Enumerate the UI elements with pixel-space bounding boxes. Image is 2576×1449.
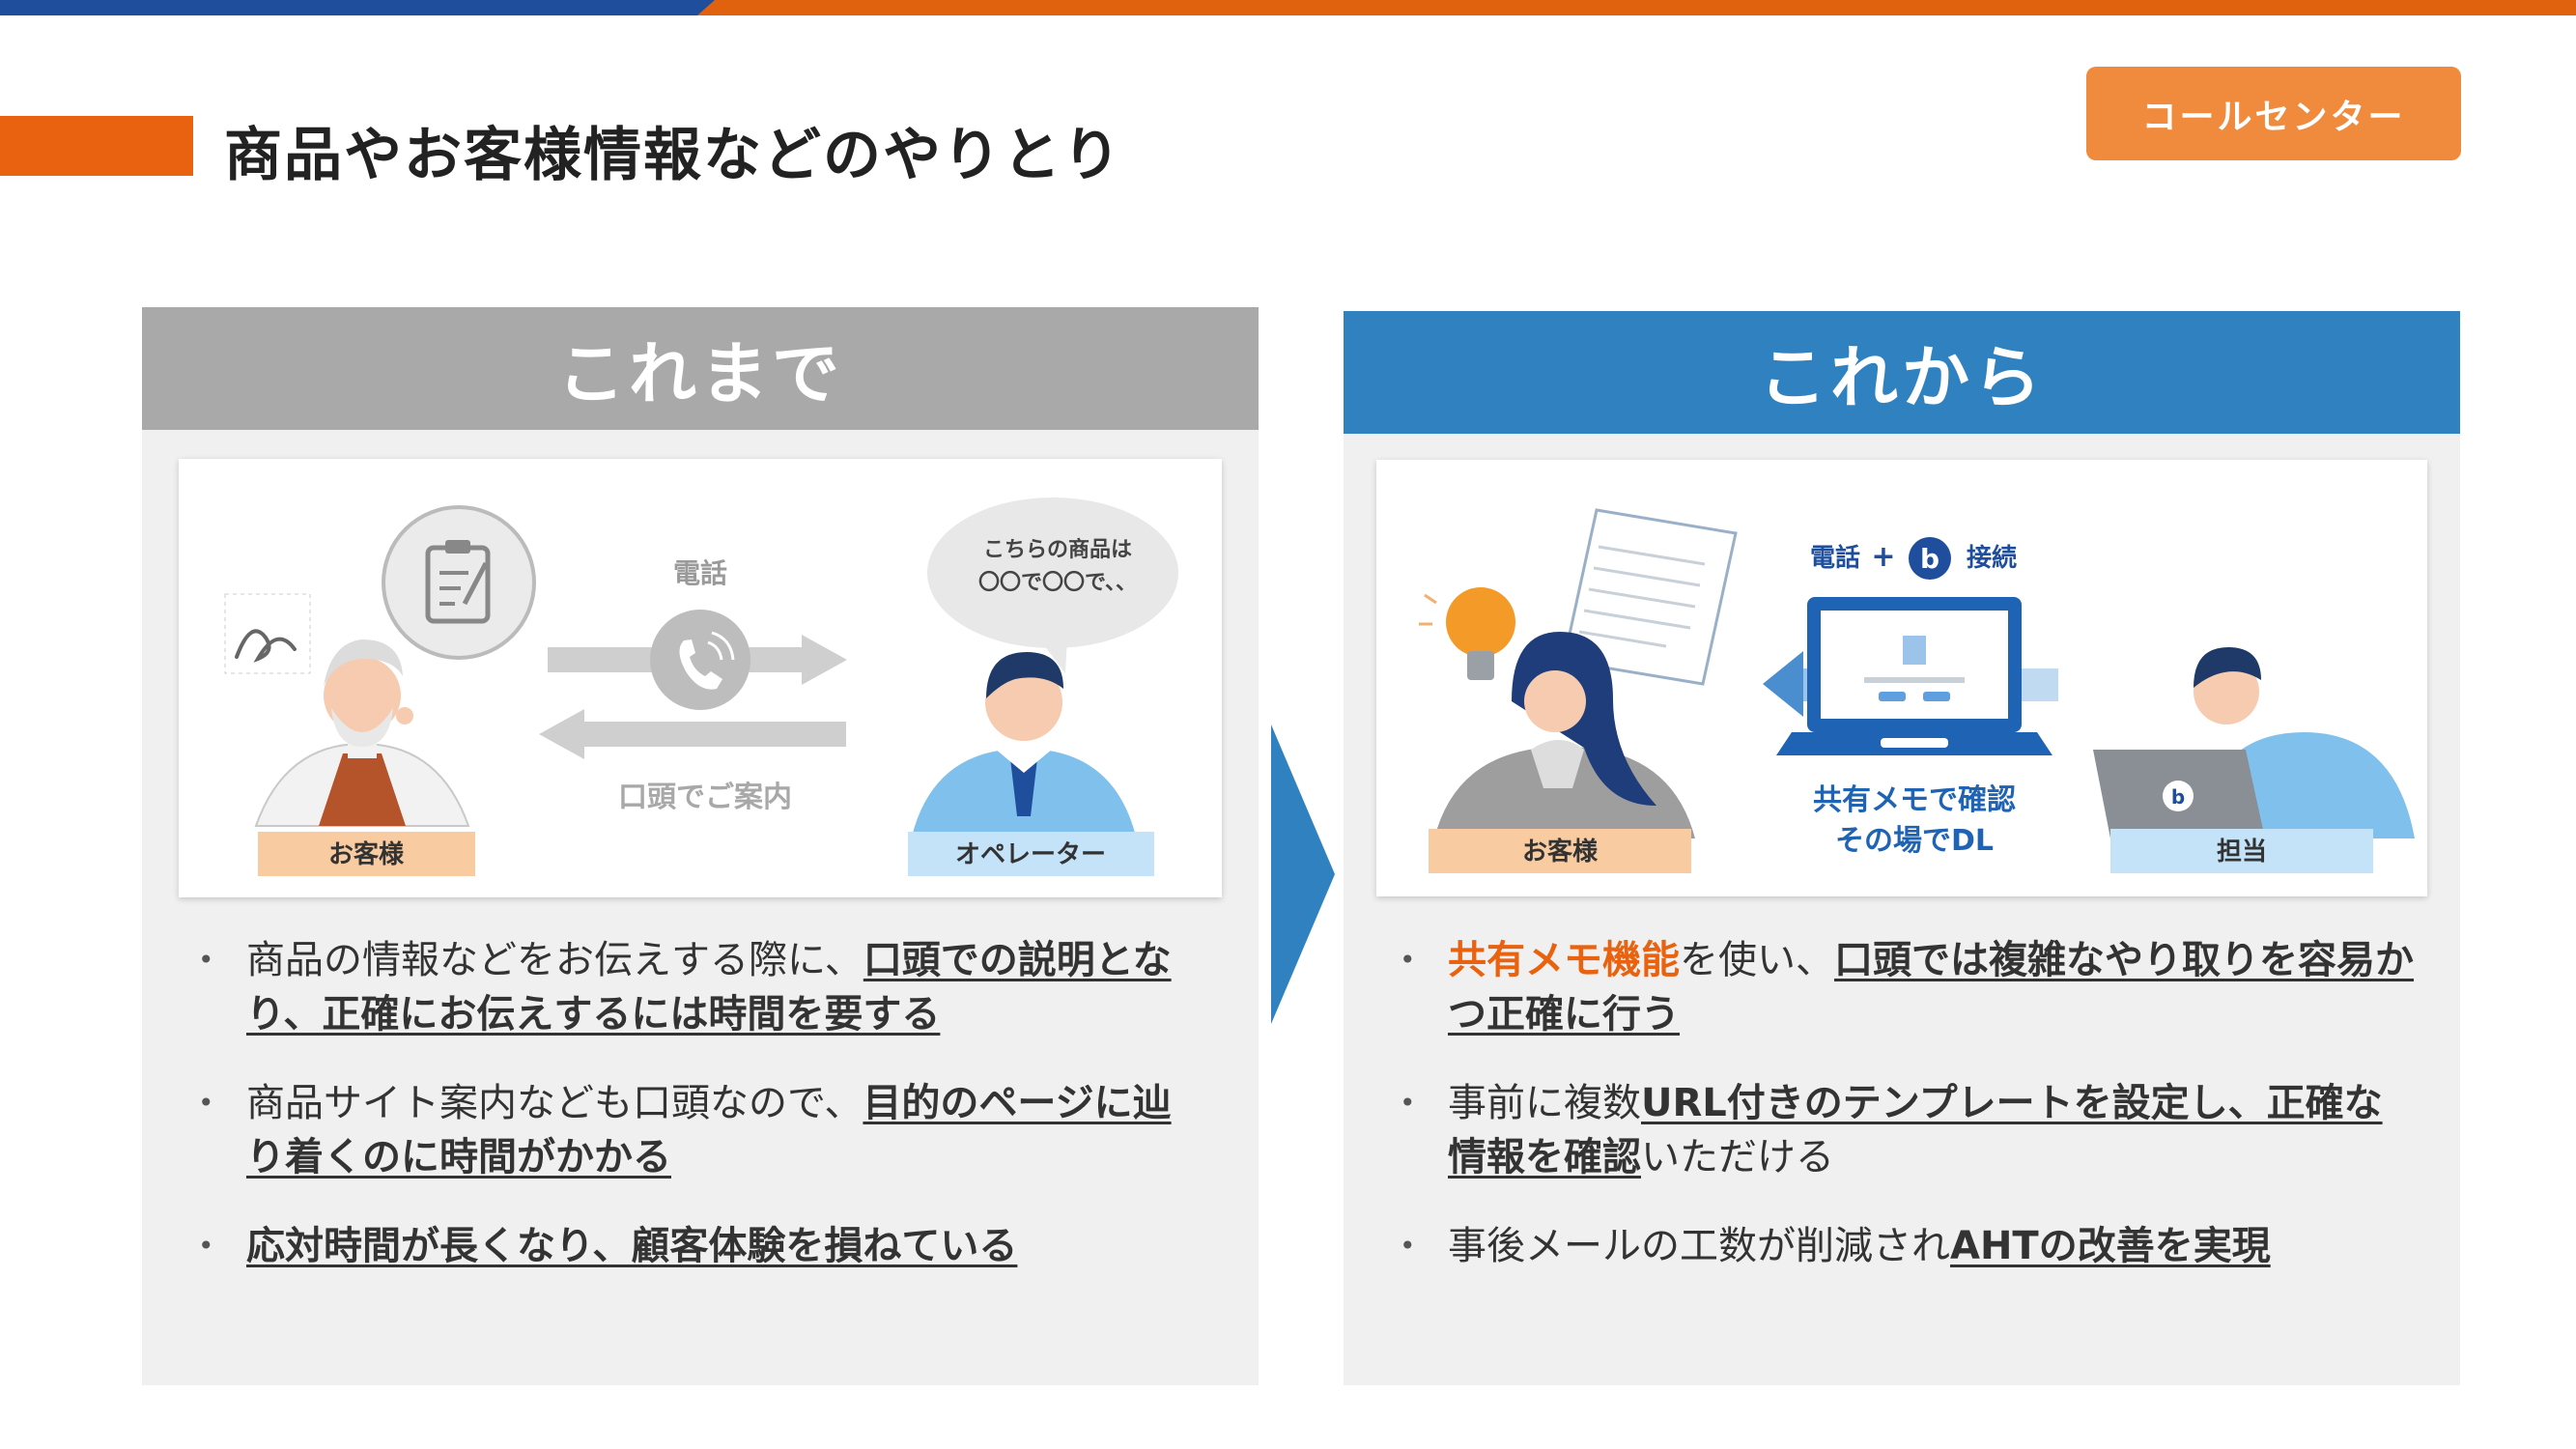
customer-label: お客様 [1522,837,1599,867]
bubble-line-2: 〇〇で〇〇で、、 [978,571,1137,595]
after-bullet-1: 共有メモ機能を使い、口頭では複雑なやり取りを容易かつ正確に行う [1392,933,2416,1041]
after-panel: これから [1344,311,2460,1385]
customer-figure [254,639,470,827]
verbal-guidance-label: 口頭でご案内 [618,781,792,814]
speech-bubble [927,497,1178,673]
before-bullet-2: 商品サイト案内なども口頭なので、目的のページに辿り着くのに時間がかかる [190,1076,1185,1184]
laptop-screen [1776,597,2052,755]
memo-line-2: その場でDL [1835,824,1994,858]
after-illustration: 電話 + b 接続 共有メモで確認 その場でDL [1376,460,2427,896]
after-bullet-list: 共有メモ機能を使い、口頭では複雑なやり取りを容易かつ正確に行う 事前に複数URL… [1392,933,2416,1308]
title-accent-bar [0,116,193,176]
operator-figure [908,652,1140,855]
before-scene: 電話 口頭でご案内 こちらの商品は 〇〇で〇〇で、、 お客様 オペレーター [224,497,1178,876]
app-logo-icon: b [1909,537,1951,580]
transition-arrow [1271,724,1335,1024]
top-accent-bar [0,0,2576,15]
before-panel: これまで [142,307,1259,1385]
lightbulb-icon [1419,587,1515,680]
page-title: 商品やお客様情報などのやりとり [224,122,1122,189]
svg-text:b: b [1920,543,1939,575]
bubble-line-1: こちらの商品は [983,537,1132,562]
memo-line-1: 共有メモで確認 [1813,783,2016,817]
category-badge: コールセンター [2086,67,2461,160]
call-label: 電話 [673,557,727,589]
scribble-icon [224,593,311,674]
before-bullet-3: 応対時間が長くなり、顧客体験を損ねている [190,1219,1185,1273]
svg-text:b: b [2171,785,2185,809]
connect-label: 接続 [1967,543,2017,573]
before-bullet-list: 商品の情報などをお伝えする際に、口頭での説明となり、正確にお伝えするには時間を要… [190,933,1185,1308]
clipboard-icon [382,505,536,660]
shared-memo-document [1562,508,1738,686]
before-illustration: 電話 口頭でご案内 こちらの商品は 〇〇で〇〇で、、 お客様 オペレーター [179,459,1222,897]
staff-label: 担当 [2217,838,2267,867]
after-header: これから [1344,311,2460,434]
after-bullet-3: 事後メールの工数が削減されAHTの改善を実現 [1392,1219,2416,1273]
call-arrows [539,610,847,759]
plus-sign: + [1871,540,1895,574]
customer-figure [1434,632,1695,838]
customer-label: お客様 [328,839,405,869]
after-scene: 電話 + b 接続 共有メモで確認 その場でDL [1419,508,2415,873]
before-header: これまで [142,307,1259,430]
operator-label: オペレーター [955,840,1106,869]
staff-figure: b [2093,647,2415,838]
before-bullet-1: 商品の情報などをお伝えする際に、口頭での説明となり、正確にお伝えするには時間を要… [190,933,1185,1041]
after-bullet-2: 事前に複数URL付きのテンプレートを設定し、正確な情報を確認いただける [1392,1076,2416,1184]
call-label: 電話 [1810,543,1860,573]
